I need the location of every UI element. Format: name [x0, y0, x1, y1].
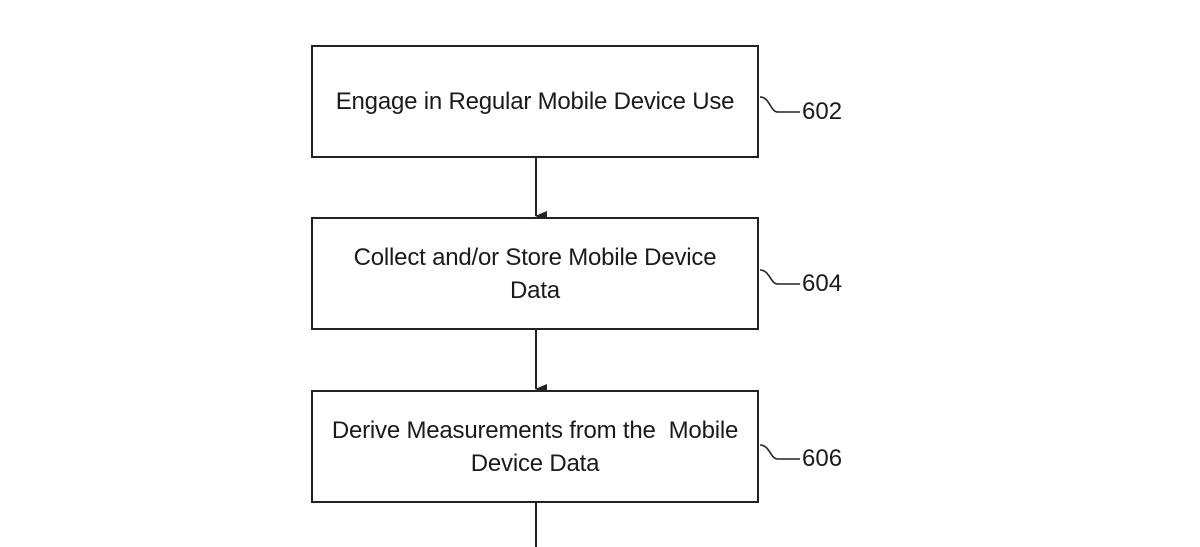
leader-604: [759, 269, 800, 285]
step-box-604: Collect and/or Store Mobile Device Data: [311, 217, 759, 330]
leader-606: [759, 444, 800, 460]
reference-number-604: 604: [802, 270, 843, 297]
step-box-606: Derive Measurements from the Mobile Devi…: [311, 390, 759, 503]
step-box-602: Engage in Regular Mobile Device Use: [311, 45, 759, 158]
step-label-606: Derive Measurements from the Mobile Devi…: [331, 416, 745, 477]
step-label-604: Collect and/or Store Mobile Device Data: [353, 243, 717, 304]
reference-number-606: 606: [802, 445, 843, 472]
reference-number-602: 602: [802, 98, 843, 125]
leader-602: [759, 96, 800, 113]
step-label-602: Engage in Regular Mobile Device Use: [335, 88, 735, 115]
